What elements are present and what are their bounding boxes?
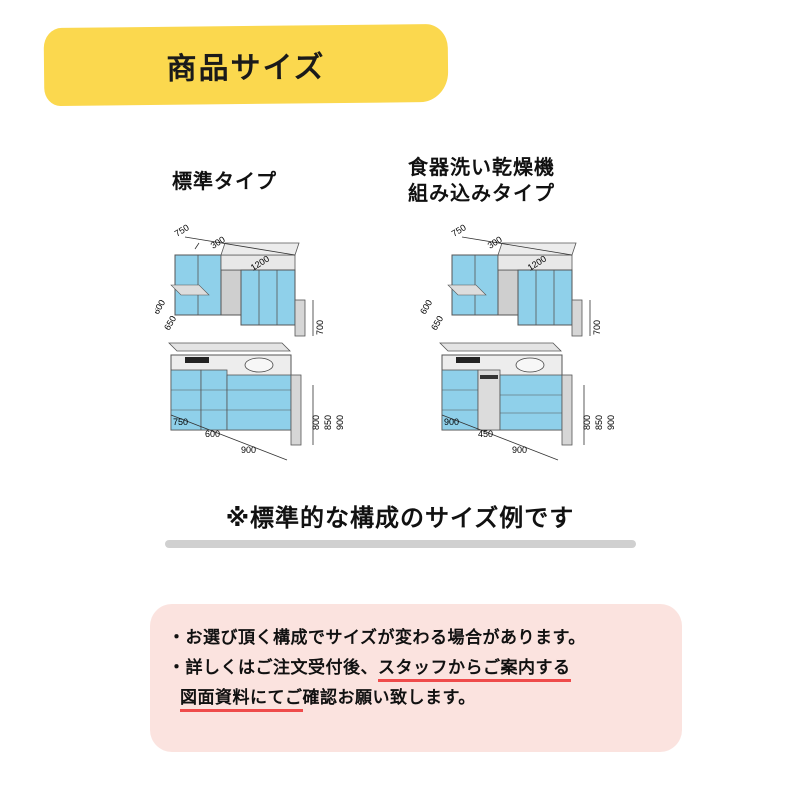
upper-cabinet [170,242,306,337]
dishwasher-type-label-line1: 食器洗い乾燥機 [408,155,555,179]
info-box [150,604,682,752]
upper-width-1: 750 [173,222,191,238]
dishwasher-kitchen-diagram: 750 300 1200 700 600 650 900 450 900 800… [420,222,616,461]
divider [165,540,636,548]
standard-type-label: 標準タイプ [172,169,277,193]
info-line-2-prefix: ・詳しくはご注文受付後、 [168,658,378,678]
upper-dimension-lines [461,236,591,336]
lower-dimension-lines [441,385,585,461]
lower-height-2: 850 [323,415,333,430]
lower-cabinet [168,342,302,446]
lower-width-1: 750 [173,417,188,427]
size-example-note: ※標準的な構成のサイズ例です [225,504,575,532]
upper-height: 700 [592,320,602,335]
lower-height-2: 850 [594,415,604,430]
info-line-3-suffix: 確認お願い致します。 [302,688,476,708]
lower-width-2: 450 [478,429,493,439]
info-line-3: 図面資料にてご確認お願い致します。 [180,686,476,712]
info-line-1: ・お選び頂く構成でサイズが変わる場合があります。 [168,628,586,648]
info-line-3-highlight: 図面資料にてご [180,688,303,712]
upper-width-1: 750 [450,222,468,238]
lower-height-1: 800 [311,415,321,430]
lower-width-3: 900 [241,445,256,455]
depth-1: 600 [420,298,434,316]
depth-1: 600 [155,298,167,316]
lower-width-1: 900 [444,417,459,427]
depth-2: 650 [162,314,178,332]
lower-height-1: 800 [582,415,592,430]
lower-cabinet [439,342,573,446]
dishwasher-type-label-line2: 組み込みタイプ [408,181,555,205]
page-title: 商品サイズ [166,50,326,87]
info-line-2-highlight: スタッフからご案内する [378,658,571,682]
dishwasher-type-label: 食器洗い乾燥機 組み込みタイプ [408,154,555,206]
lower-width-3: 900 [512,445,527,455]
standard-kitchen-diagram: 750 300 1200 700 600 650 750 600 900 800… [155,222,345,461]
upper-dimension-lines [184,236,314,336]
upper-cabinet [447,242,583,337]
title-banner: 商品サイズ [43,23,449,107]
lower-width-2: 600 [205,429,220,439]
lower-height-3: 900 [606,415,616,430]
lower-dimension-lines [170,385,314,461]
info-line-2: ・詳しくはご注文受付後、スタッフからご案内する [168,656,571,682]
lower-height-3: 900 [335,415,345,430]
depth-2: 650 [429,314,445,332]
upper-height: 700 [315,320,325,335]
